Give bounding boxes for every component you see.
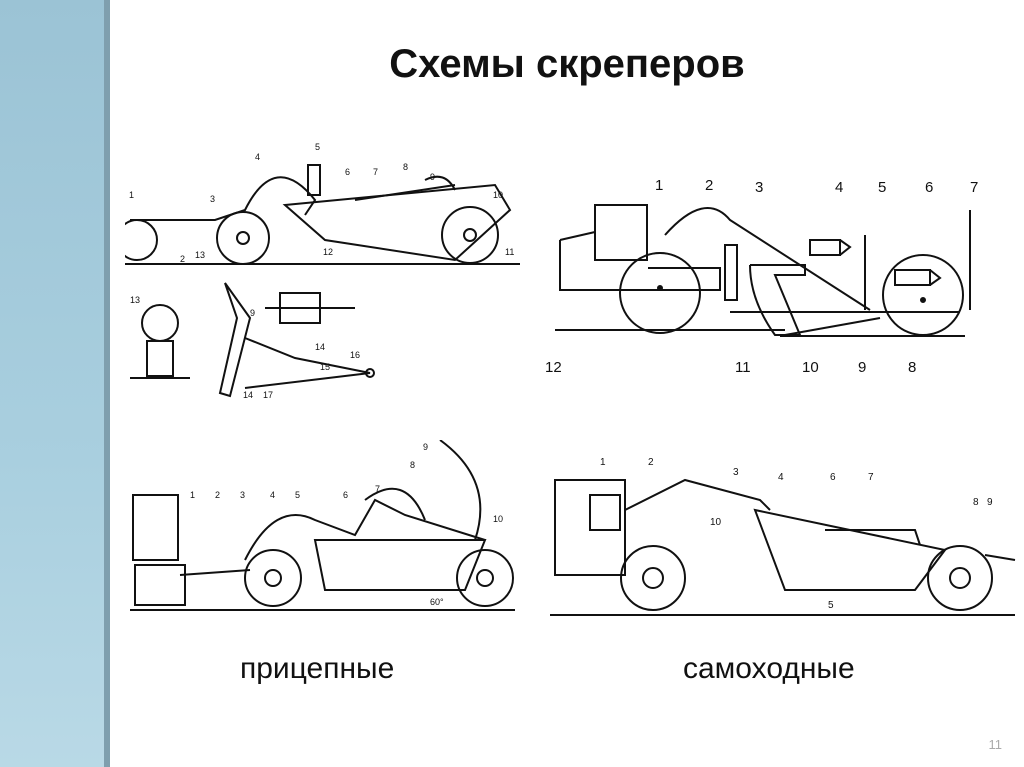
- trailed-scraper-side-diagram: 1 2 3 4 5 6 7 8 9 10 11 12 13: [125, 142, 520, 265]
- callout: 8: [908, 359, 916, 376]
- callout: 4: [778, 472, 784, 483]
- callout: 7: [868, 472, 874, 483]
- caption-trailed: прицепные: [240, 652, 395, 685]
- callout: 6: [925, 179, 933, 196]
- trailed-scraper-details-diagram: 13 9 14 15 16 17 14: [130, 282, 375, 400]
- callout: 3: [240, 490, 245, 500]
- callout: 1: [655, 177, 663, 194]
- callout: 5: [878, 179, 886, 196]
- callout: 9: [987, 497, 993, 508]
- callout: 9: [423, 442, 428, 452]
- caption-self-propelled: самоходные: [683, 652, 855, 685]
- callout: 17: [263, 390, 273, 400]
- callout: 3: [733, 467, 739, 478]
- callout: 2: [648, 457, 654, 468]
- callout: 15: [320, 362, 330, 372]
- callout: 11: [735, 359, 751, 376]
- callout: 3: [755, 179, 763, 196]
- callout: 8: [973, 497, 979, 508]
- trailed-scraper-with-tractor-diagram: 1 2 3 4 5 6 7 8 9 10 60°: [130, 440, 515, 611]
- callout: 4: [255, 152, 260, 162]
- callout: 12: [545, 359, 562, 376]
- callout: 8: [403, 162, 408, 172]
- self-propelled-scraper-schema: 1 2 3 4 5 6 7 8 9 10 11 12: [545, 177, 978, 376]
- callout: 14: [315, 342, 325, 352]
- callout: 6: [830, 472, 836, 483]
- sidebar-edge: [104, 0, 110, 767]
- callout: 1: [600, 457, 606, 468]
- callout: 10: [493, 514, 503, 524]
- callout: 8: [410, 460, 415, 470]
- slide-title: Схемы скреперов: [389, 42, 745, 86]
- callout: 4: [270, 490, 275, 500]
- page-number: 11: [988, 737, 1003, 752]
- callout: 1: [129, 190, 134, 200]
- callout: 13: [195, 250, 205, 260]
- callout: 1: [190, 490, 195, 500]
- callout: 5: [315, 142, 320, 152]
- self-propelled-scraper-truck-diagram: 1 2 3 4 6 7 8 9 10 5: [550, 457, 1016, 616]
- callout: 7: [375, 484, 380, 494]
- callout: 10: [802, 359, 819, 376]
- sidebar-decoration: [0, 0, 106, 767]
- callout: 5: [295, 490, 300, 500]
- callout: 6: [343, 490, 348, 500]
- callout: 3: [210, 194, 215, 204]
- callout: 7: [373, 167, 378, 177]
- callout: 9: [858, 359, 866, 376]
- angle-label: 60°: [430, 597, 444, 607]
- callout: 14: [243, 390, 253, 400]
- callout: 13: [130, 295, 140, 305]
- callout: 6: [345, 167, 350, 177]
- callout: 2: [705, 177, 713, 194]
- callout: 7: [970, 179, 978, 196]
- callout: 11: [505, 247, 514, 257]
- callout: 16: [350, 350, 360, 360]
- callout: 12: [323, 247, 333, 257]
- callout: 9: [250, 308, 255, 318]
- callout: 2: [215, 490, 220, 500]
- callout: 2: [180, 254, 185, 264]
- callout: 10: [710, 517, 722, 528]
- callout: 9: [430, 172, 435, 182]
- callout: 10: [493, 190, 503, 200]
- callout: 4: [835, 179, 843, 196]
- callout: 5: [828, 600, 834, 611]
